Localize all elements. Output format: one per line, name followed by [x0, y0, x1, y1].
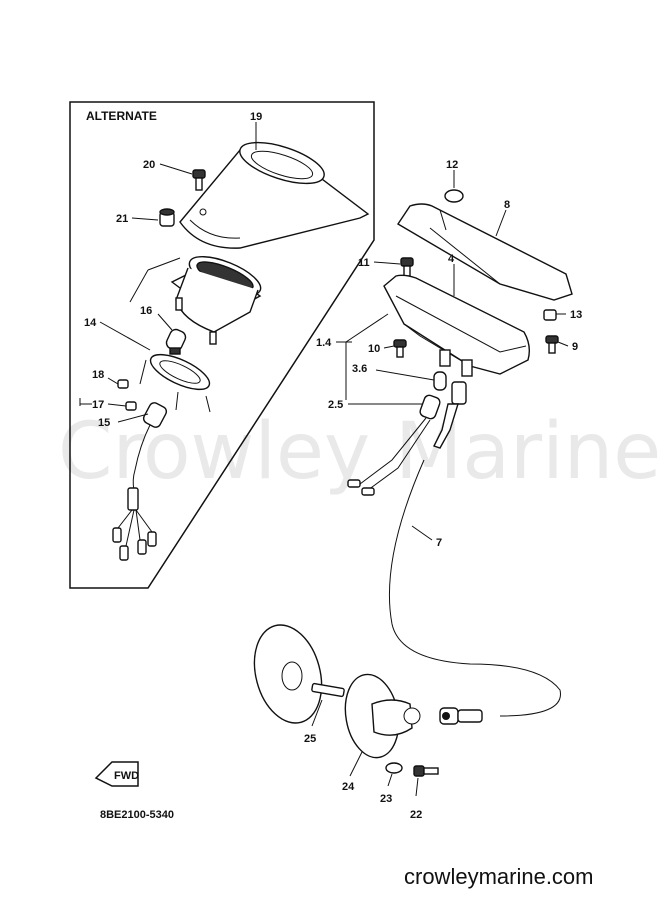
callout-4: 4 [448, 253, 455, 265]
callout-10: 10 [368, 343, 380, 355]
drive-fitting [433, 381, 467, 449]
part-9-screw [545, 335, 559, 354]
callout-17: 17 [92, 399, 104, 411]
part-14-bracket [139, 353, 211, 413]
callout-16: 16 [140, 305, 152, 317]
part-25-disc [253, 624, 345, 724]
callout-20: 20 [143, 159, 155, 171]
svg-text:FWD: FWD [114, 770, 139, 782]
part-12-grommet [444, 189, 464, 203]
callout-13: 13 [570, 309, 582, 321]
callout-12: 12 [446, 159, 458, 171]
callout-15: 15 [98, 417, 110, 429]
part-10-screw [393, 339, 407, 358]
callout-3-6: 3.6 [352, 363, 367, 375]
callout-8: 8 [504, 199, 510, 211]
fwd-badge: FWD [94, 761, 139, 787]
callout-23: 23 [380, 793, 392, 805]
callout-19: 19 [250, 111, 262, 123]
part-4-speedometer [383, 274, 531, 377]
leader-lines [79, 122, 569, 797]
callout-1-4: 1.4 [316, 337, 332, 349]
callout-14: 14 [84, 317, 97, 329]
part-24-pickup [344, 673, 421, 759]
callout-22: 22 [410, 809, 422, 821]
part-23-washer [385, 762, 403, 774]
site-url: crowleymarine.com [404, 864, 594, 889]
part-3-6-bulb [433, 371, 447, 391]
callout-9: 9 [572, 341, 578, 353]
callout-11: 11 [358, 257, 370, 269]
callout-21: 21 [116, 213, 128, 225]
part-13-nut [543, 309, 557, 321]
part-18-nut [117, 379, 129, 389]
part-11-screw [400, 257, 414, 277]
part-21-nut [159, 208, 175, 227]
part-8-cover [397, 203, 573, 301]
cable-end-fitting [439, 707, 483, 725]
part-7-cable [388, 459, 561, 717]
part-17-nut [125, 401, 137, 411]
part-16-bulb [165, 328, 187, 355]
callout-25: 25 [304, 733, 316, 745]
callout-labels: 19 20 21 14 16 18 17 15 12 8 11 4 13 9 1… [84, 111, 582, 821]
callout-7: 7 [436, 537, 442, 549]
part-2-5-socket [347, 394, 441, 496]
part-15-socket-harness [112, 402, 168, 561]
inset-title: ALTERNATE [86, 109, 157, 123]
part-19-hood [179, 141, 370, 249]
callout-2-5: 2.5 [328, 399, 343, 411]
part-22-bolt [413, 765, 439, 777]
part-code: 8BE2100-5340 [100, 809, 174, 821]
callout-24: 24 [342, 781, 355, 793]
alternate-gauge [170, 256, 262, 345]
alternate-inset-frame [69, 101, 375, 589]
callout-18: 18 [92, 369, 104, 381]
part-20-screw [192, 169, 206, 191]
